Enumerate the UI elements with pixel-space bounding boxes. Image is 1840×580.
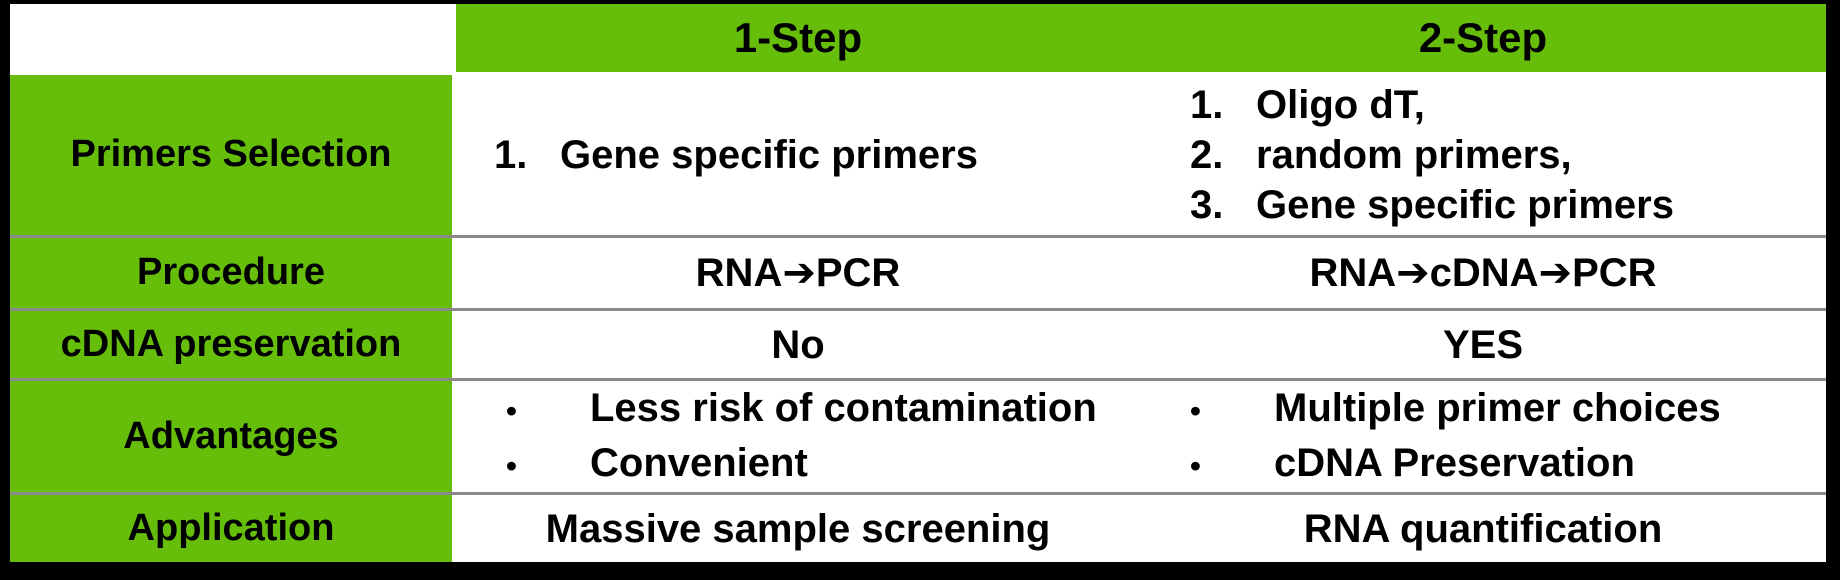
list-number: 2. <box>1190 133 1224 177</box>
row-header-procedure: Procedure <box>10 238 452 308</box>
column-gutter <box>452 311 456 378</box>
header-row: 1-Step 2-Step <box>10 4 1826 72</box>
cdna-value: No <box>771 322 825 367</box>
row-divider <box>10 378 1826 381</box>
row-header-label: Primers Selection <box>70 133 392 176</box>
row-divider <box>10 492 1826 495</box>
row-header-label: cDNA preservation <box>60 322 402 365</box>
row-divider <box>10 308 1826 311</box>
bullet-icon: • <box>506 447 517 483</box>
row-primers-selection: Primers Selection 1. Gene specific prime… <box>10 75 1826 235</box>
column-header-2-step: 2-Step <box>1140 4 1826 72</box>
application-value: Massive sample screening <box>545 506 1051 551</box>
cell-advantages-2-step: • Multiple primer choices • cDNA Preserv… <box>1140 381 1826 492</box>
list-text: Gene specific primers <box>1256 183 1674 227</box>
bullet-text: Less risk of contamination <box>590 385 1097 430</box>
column-gutter <box>452 238 456 308</box>
corner-blank-cell <box>10 4 452 72</box>
cell-procedure-2-step: RNA➔cDNA➔PCR <box>1140 238 1826 308</box>
cell-cdna-1-step: No <box>456 311 1140 378</box>
column-gutter <box>452 381 456 492</box>
cell-primers-1-step: 1. Gene specific primers <box>456 75 1140 235</box>
list-item: 2. random primers, <box>1190 130 1826 180</box>
column-header-1-step: 1-Step <box>456 4 1140 72</box>
bullet-icon: • <box>506 392 517 428</box>
row-header-label: Application <box>127 506 335 549</box>
list-item: 3. Gene specific primers <box>1190 180 1826 230</box>
row-header-label: Advantages <box>123 414 339 457</box>
bullet-icon: • <box>1190 447 1201 483</box>
column-gutter <box>452 75 456 235</box>
bullet-item: • Multiple primer choices <box>1190 382 1826 437</box>
list-number: 3. <box>1190 183 1224 227</box>
procedure-flow-text: RNA➔cDNA➔PCR <box>1309 251 1657 295</box>
cell-advantages-1-step: • Less risk of contamination • Convenien… <box>456 381 1140 492</box>
cell-application-1-step: Massive sample screening <box>456 495 1140 562</box>
list-item: 1. Gene specific primers <box>494 130 1140 180</box>
cell-application-2-step: RNA quantification <box>1140 495 1826 562</box>
column-header-2-step-label: 2-Step <box>1418 14 1548 61</box>
bullet-text: Multiple primer choices <box>1274 385 1721 430</box>
row-header-advantages: Advantages <box>10 381 452 492</box>
row-divider <box>10 235 1826 238</box>
list-text: random primers, <box>1256 133 1572 177</box>
cell-procedure-1-step: RNA➔PCR <box>456 238 1140 308</box>
cell-primers-2-step: 1. Oligo dT, 2. random primers, 3. Gene … <box>1140 75 1826 235</box>
bullet-item: • Convenient <box>506 437 1140 492</box>
row-divider <box>10 72 1826 75</box>
row-header-application: Application <box>10 495 452 562</box>
bullet-item: • Less risk of contamination <box>506 382 1140 437</box>
list-number: 1. <box>494 133 528 177</box>
column-gutter <box>452 4 456 72</box>
row-header-primers-selection: Primers Selection <box>10 75 452 235</box>
column-gutter <box>452 495 456 562</box>
row-header-label: Procedure <box>137 251 325 294</box>
bullet-text: Convenient <box>590 440 808 485</box>
row-cdna-preservation: cDNA preservation No YES <box>10 311 1826 378</box>
application-value: RNA quantification <box>1303 506 1663 551</box>
list-text: Oligo dT, <box>1256 83 1425 127</box>
cdna-value: YES <box>1442 322 1524 367</box>
list-number: 1. <box>1190 83 1224 127</box>
list-item: 1. Oligo dT, <box>1190 80 1826 130</box>
row-header-cdna-preservation: cDNA preservation <box>10 311 452 378</box>
bullet-item: • cDNA Preservation <box>1190 437 1826 492</box>
cell-cdna-2-step: YES <box>1140 311 1826 378</box>
bullet-icon: • <box>1190 392 1201 428</box>
row-procedure: Procedure RNA➔PCR RNA➔cDNA➔PCR <box>10 238 1826 308</box>
column-header-1-step-label: 1-Step <box>733 14 863 61</box>
row-application: Application Massive sample screening RNA… <box>10 495 1826 562</box>
list-text: Gene specific primers <box>560 133 978 177</box>
row-advantages: Advantages • Less risk of contamination … <box>10 381 1826 492</box>
bullet-text: cDNA Preservation <box>1274 440 1635 485</box>
procedure-flow-text: RNA➔PCR <box>695 251 901 295</box>
